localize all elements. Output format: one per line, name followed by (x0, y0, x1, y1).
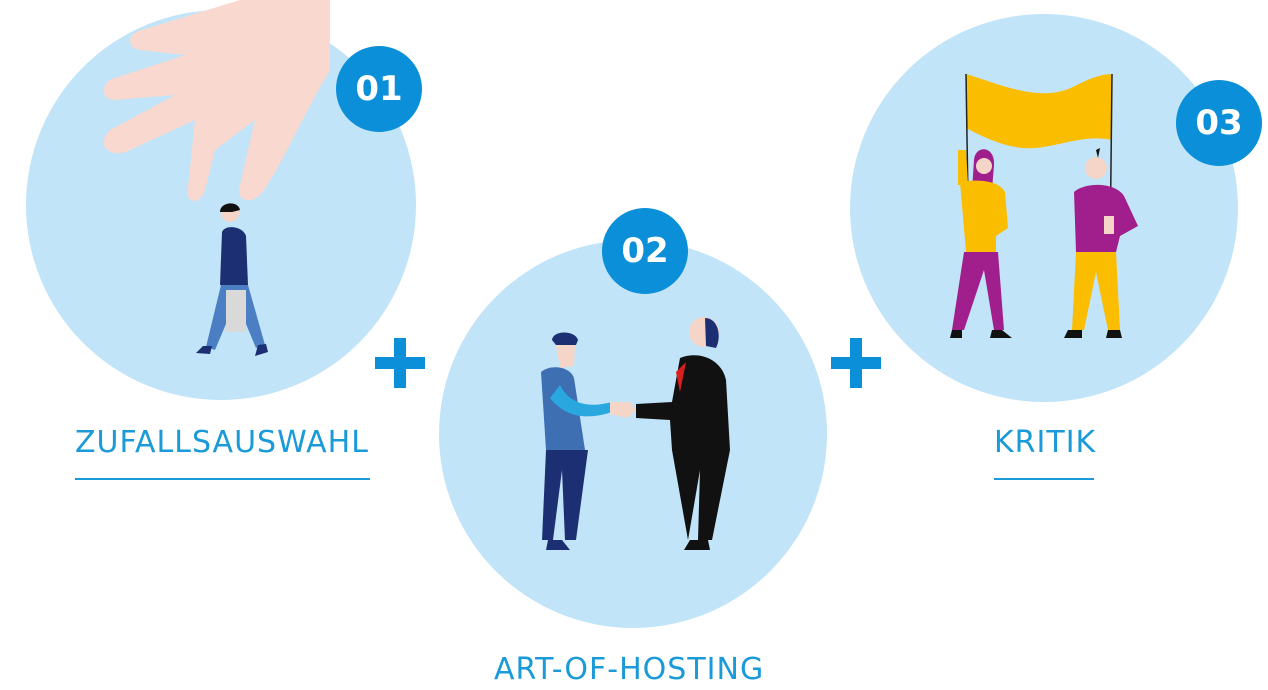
hand-icon (103, 0, 330, 202)
step-3-underline (994, 478, 1094, 480)
step-1-number: 01 (355, 69, 403, 109)
person-left-icon (541, 332, 612, 550)
plus-icon (831, 338, 881, 388)
random-selection-illustration (103, 0, 330, 356)
person-right-icon (636, 317, 730, 550)
step-1-number-badge: 01 (336, 46, 422, 132)
step-3-label: KRITIK (994, 425, 1097, 460)
step-2-label: ART-OF-HOSTING (494, 652, 765, 687)
step-3-number: 03 (1195, 103, 1243, 143)
woman-protester-icon (950, 149, 1012, 338)
handshake-icon (610, 402, 636, 418)
step-3-circle (850, 14, 1238, 402)
step-3-number-badge: 03 (1176, 80, 1262, 166)
step-2-number: 02 (621, 231, 669, 271)
step-2-circle (439, 240, 827, 628)
plus-icon (375, 338, 425, 388)
walking-person-icon (196, 203, 268, 356)
step-1-underline (75, 478, 370, 480)
step-2-number-badge: 02 (602, 208, 688, 294)
protest-illustration (950, 73, 1138, 338)
step-1-label: ZUFALLSAUSWAHL (75, 425, 369, 460)
man-protester-icon (1064, 148, 1138, 338)
handshake-illustration (541, 317, 730, 550)
